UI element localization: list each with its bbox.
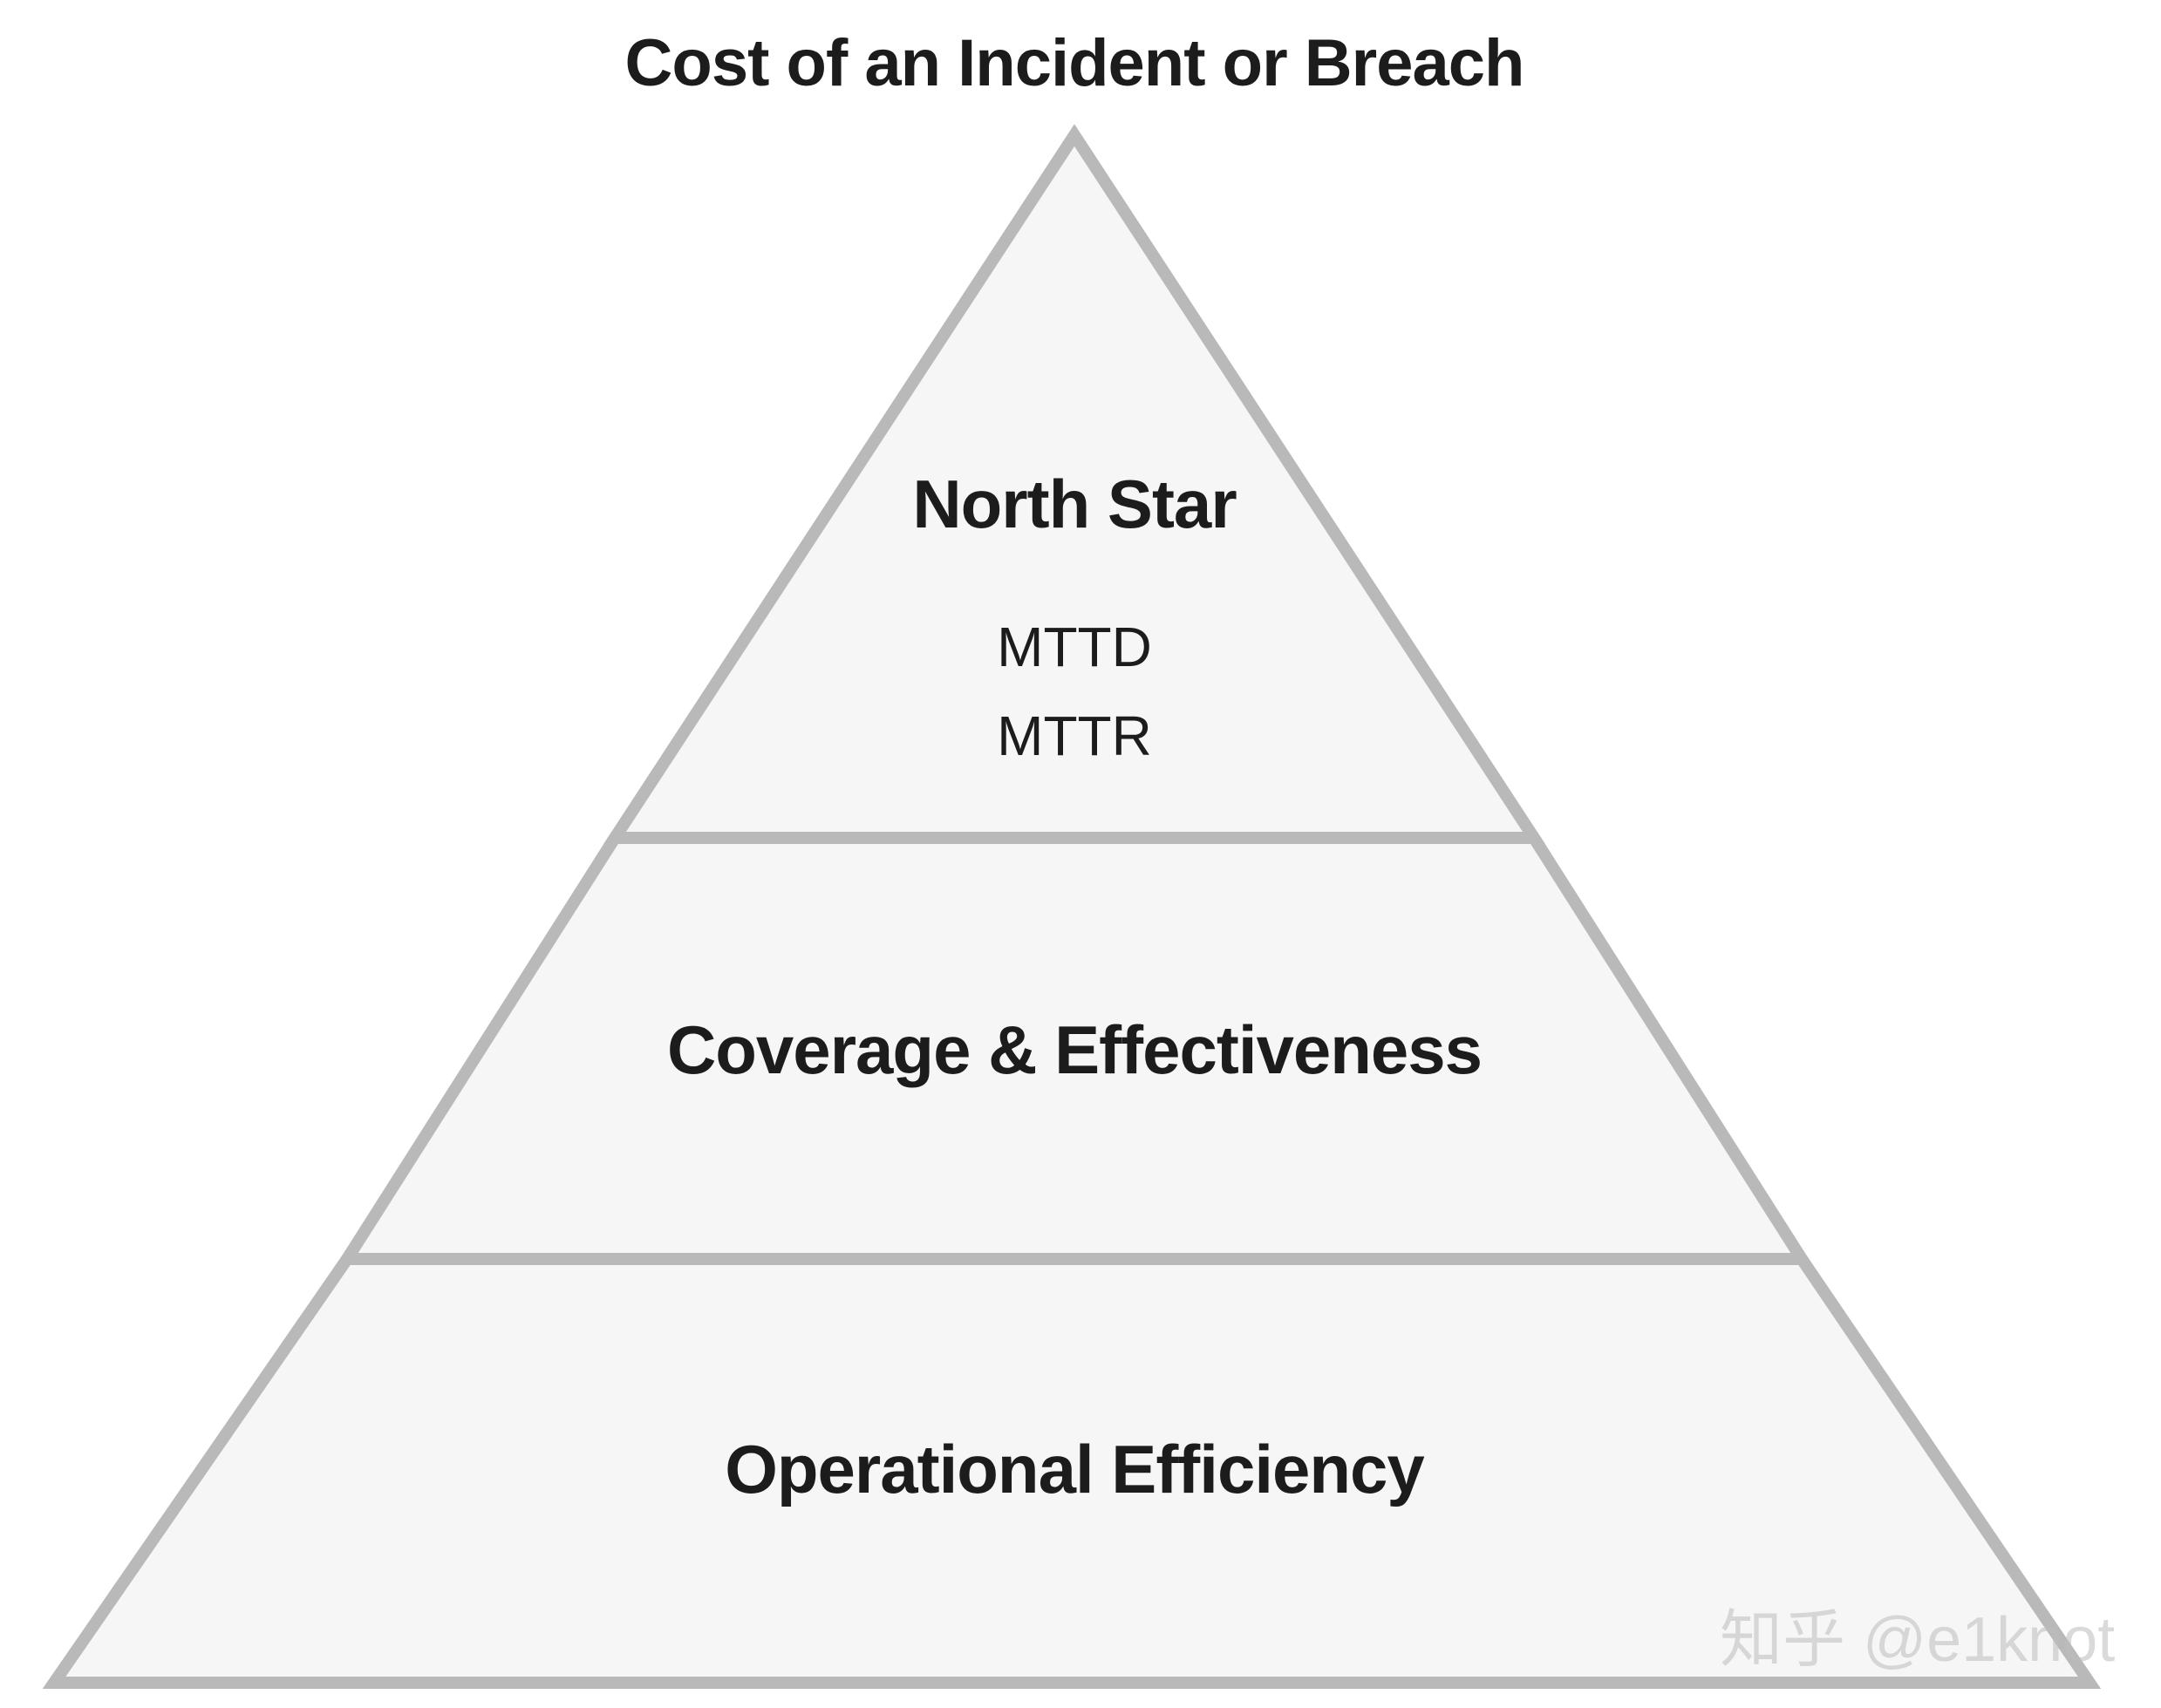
tier-north-star-metric-mttd: MTTD — [997, 616, 1152, 678]
tier-north-star-title: North Star — [912, 466, 1237, 542]
diagram-title: Cost of an Incident or Breach — [625, 26, 1524, 100]
tier-north-star-metric-mttr: MTTR — [997, 704, 1152, 767]
watermark-text: 知乎 @e1knot — [1720, 1605, 2115, 1675]
tier-north-star-shape — [603, 124, 1545, 844]
tier-coverage-effectiveness-title: Coverage & Effectiveness — [667, 1011, 1482, 1088]
tier-operational-efficiency-title: Operational Efficiency — [725, 1431, 1424, 1507]
